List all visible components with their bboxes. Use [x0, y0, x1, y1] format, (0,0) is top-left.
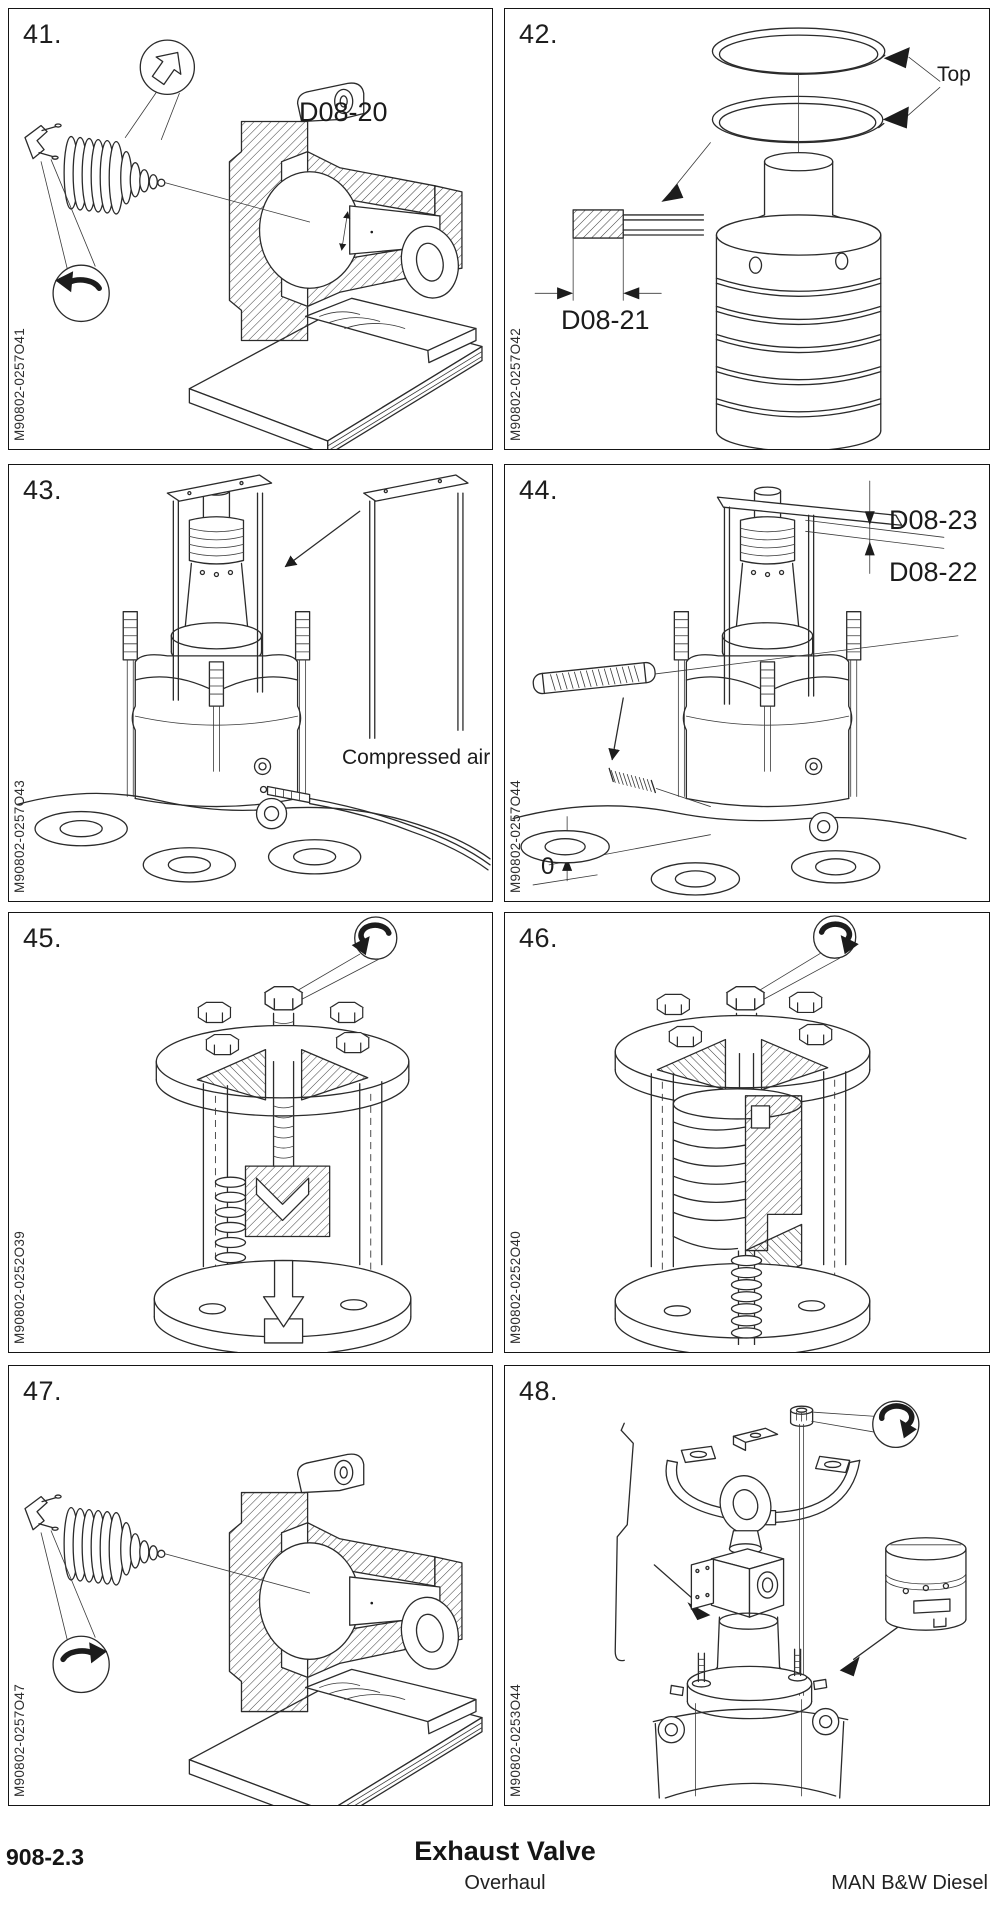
figure-panel-42: 42. M90802-0257O42 Top D08-21 [504, 8, 990, 450]
air-piston [715, 152, 882, 449]
figure-48-drawing [614, 1400, 967, 1799]
turn-counterclockwise-icon [292, 916, 398, 1000]
exhaust-valve-assembly [122, 486, 311, 808]
ring-section-detail [534, 142, 711, 301]
dimension-upper-label: D08-23 [889, 505, 978, 535]
press-tool [614, 985, 871, 1315]
figure-code: M90802-0257O43 [12, 779, 27, 893]
figure-44-drawing [512, 480, 967, 896]
turn-clockwise-icon [40, 1530, 110, 1694]
zero-label: 0 [541, 853, 555, 880]
lifting-tool-attached [716, 496, 903, 705]
spindle-guide-part [63, 135, 311, 223]
press-down-arrow-icon [262, 1259, 305, 1328]
figure-number: 48. [519, 1376, 559, 1406]
dimension-lower-label: D08-22 [889, 557, 978, 587]
figure-panel-45: 45. M90802-0252O39 [8, 912, 493, 1353]
figure-code: M90802-0252O39 [12, 1230, 27, 1344]
figure-panel-47: 47. M90802-0257O47 [8, 1365, 493, 1806]
figure-panel-41: 41. M90802-0257O41 D08-20 [8, 8, 493, 450]
cylinder-head-partial [16, 792, 491, 883]
spindle-guide-part [63, 1506, 311, 1594]
figure-code: M90802-0257O47 [12, 1683, 27, 1797]
figure-code: M90802-0253O44 [508, 1683, 523, 1797]
turn-counterclockwise-icon [40, 159, 110, 323]
threaded-spindle-with-spring [730, 1250, 763, 1345]
cylinder-head-partial [512, 805, 967, 896]
figure-42-drawing [534, 27, 941, 449]
top-pointer-arrows [882, 47, 941, 129]
figure-code: M90802-0257O44 [508, 779, 523, 893]
air-hose-connection [259, 785, 491, 871]
page-title: Exhaust Valve [414, 1836, 596, 1866]
piston-rings [711, 27, 886, 171]
figure-panel-44: 44. M90802-0257O44 D08-23 D08-22 0 [504, 464, 990, 902]
sleeve-part [839, 1537, 967, 1677]
part-ref-label: D08-20 [299, 97, 388, 127]
figure-number: 41. [23, 19, 63, 49]
figure-panel-48: 48. M90802-0253O44 [504, 1365, 990, 1806]
lifting-tool-attached [166, 474, 273, 701]
figure-45-drawing [153, 916, 412, 1352]
figure-number: 43. [23, 475, 63, 505]
figure-number: 45. [23, 923, 63, 953]
valve-housing-partial [652, 1699, 849, 1799]
figure-number: 47. [23, 1376, 63, 1406]
press-tool [155, 985, 410, 1311]
dimension-label: D08-21 [561, 305, 650, 335]
compressed-air-label: Compressed air [342, 746, 491, 769]
figure-number: 46. [519, 923, 559, 953]
clip-part [24, 1494, 62, 1531]
brand-name: MAN B&W Diesel [831, 1872, 988, 1894]
figure-code: M90802-0257O41 [12, 327, 27, 441]
figure-panel-43: 43. M90802-0257O43 Compressed air [8, 464, 493, 902]
turn-clockwise-icon [872, 1400, 920, 1449]
nut-and-stud [789, 1405, 877, 1696]
safety-spring-detail [532, 635, 959, 807]
spring-cross-section [672, 1088, 803, 1282]
pull-direction-arrow-icon [124, 39, 196, 140]
housing-cross-section [228, 1453, 463, 1713]
figure-code: M90802-0252O40 [508, 1230, 523, 1344]
turn-clockwise-icon [754, 915, 859, 1000]
figure-number: 44. [519, 475, 559, 505]
section-code: 908-2.3 [6, 1844, 85, 1870]
wooden-base [188, 297, 483, 449]
clearance-dimension [805, 480, 945, 574]
page-subtitle: Overhaul [464, 1872, 546, 1894]
figure-number: 42. [519, 19, 559, 49]
valve-actuator [669, 1475, 828, 1720]
figure-46-drawing [614, 915, 871, 1352]
figure-panel-46: 46. M90802-0252O40 [504, 912, 990, 1353]
lifting-tool-separate [284, 474, 469, 739]
figure-47-drawing [24, 1453, 483, 1805]
clip-part [24, 123, 62, 160]
figure-41-drawing [24, 39, 483, 449]
figure-code: M90802-0257O42 [508, 327, 523, 441]
figure-43-drawing [16, 474, 491, 883]
wooden-base [188, 1668, 483, 1805]
housing-cross-section [228, 82, 463, 342]
orientation-label: Top [937, 63, 971, 86]
